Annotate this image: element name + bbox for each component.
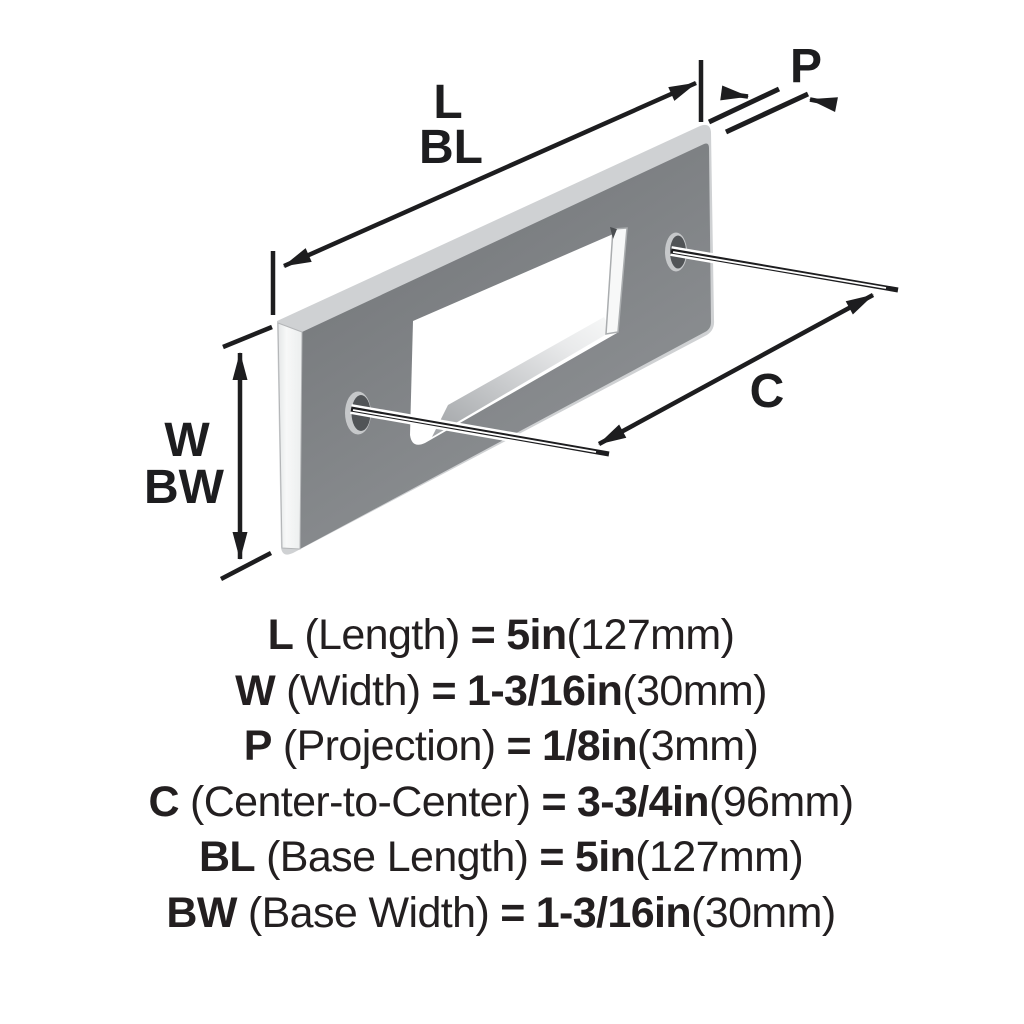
spec-symbol: L [267,611,294,659]
spec-value: 5in [506,611,567,659]
spec-symbol: W [235,666,276,715]
dimension-spec-list: L(Length)=5in(127mm) W(Width)=1-3/16in(3… [0,608,1013,941]
length-label: L [433,76,462,129]
center-dimension-line [597,293,875,446]
spec-metric: (30mm) [622,666,767,715]
spec-line-length: L(Length)=5in(127mm) [0,608,1013,664]
plate-left-edge [277,322,303,550]
projection-arrow-right [809,97,838,113]
spec-symbol: BW [166,888,237,937]
width-witness-bottom [219,551,273,581]
projection-arrow-left [720,85,749,101]
spec-equals: = [431,666,456,715]
length-dimension-line [283,80,697,269]
projection-witness-front [707,86,781,125]
projection-dimension [707,85,838,135]
spec-value: 1-3/16in [535,888,692,937]
spec-metric: (30mm) [691,888,836,937]
spec-line-base-length: BL(Base Length)=5in(127mm) [0,830,1013,886]
width-witness-top [222,324,273,350]
projection-label: P [790,40,822,93]
spec-equals: = [500,888,525,937]
spec-metric: (3mm) [637,722,759,770]
base-length-label: BL [419,121,483,174]
spec-symbol: C [148,777,180,826]
spec-line-base-width: BW(Base Width)=1-3/16in(30mm) [0,886,1013,942]
spec-metric: (127mm) [566,611,735,659]
spec-line-center-to-center: C(Center-to-Center)=3-3/4in(96mm) [0,775,1013,831]
hole-right-leader-line [670,246,899,295]
spec-value: 1-3/16in [467,666,623,715]
cutout-opening [410,228,627,445]
spec-equals: = [506,722,532,770]
spec-value: 5in [574,833,636,881]
cutout-inner-bottom-face [432,317,612,437]
spec-metric: (96mm) [708,777,854,826]
projection-witness-back [724,91,810,135]
spec-equals: = [470,611,496,659]
spec-name: (Base Width) [247,888,490,937]
spec-symbol: P [243,722,273,770]
spec-name: (Length) [304,611,460,659]
spec-metric: (127mm) [635,833,804,881]
hole-left-leader-line [350,404,610,459]
length-dimension [270,60,704,315]
center-to-center-label: C [750,365,785,418]
spec-name: (Projection) [282,722,496,770]
spec-line-projection: P(Projection)=1/8in(3mm) [0,719,1013,775]
spec-name: (Width) [286,666,421,715]
spec-equals: = [541,777,566,826]
spec-symbol: BL [198,833,256,881]
spec-value: 1/8in [542,722,638,770]
spec-equals: = [539,833,564,881]
base-width-label: BW [144,461,225,514]
spec-name: (Base Length) [266,833,529,881]
width-dimension [219,324,273,581]
spec-value: 3-3/4in [576,777,710,826]
spec-line-width: W(Width)=1-3/16in(30mm) [0,664,1013,720]
spec-name: (Center-to-Center) [189,777,531,826]
width-label: W [164,414,210,467]
